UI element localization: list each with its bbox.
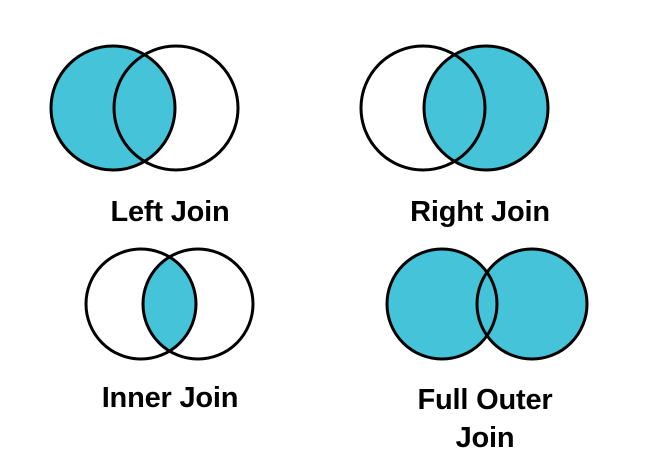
right-circle-fill [477,249,587,359]
right-circle-outline [475,247,589,361]
overlap-region [114,46,175,170]
inner-join-label: Inner Join [101,382,239,414]
full-outer-join-venn-svg [385,247,589,361]
right-join-venn-svg [359,44,550,172]
overlap-region [143,249,196,359]
full-outer-join-label: Full Outer Join [417,384,553,454]
diagram-full-outer-join: Full Outer Join [350,240,620,457]
diagram-left-join: Left Join [40,36,300,229]
left-circle-fill [387,249,497,359]
left-circle-outline [385,247,499,361]
right-join-label: Right Join [410,196,550,228]
right-circle-outline [422,44,550,172]
inner-join-venn-svg [84,247,255,361]
right-circle-outline [141,247,255,361]
overlap-region [424,46,485,170]
left-join-label: Left Join [110,196,230,228]
diagram-right-join: Right Join [350,36,610,229]
left-circle-outline [84,247,198,361]
right-circle-outline [112,44,240,172]
left-circle-outline [359,44,487,172]
left-circle-outline [49,44,177,172]
diagram-inner-join: Inner Join [40,240,300,415]
left-join-venn-svg [49,44,240,172]
